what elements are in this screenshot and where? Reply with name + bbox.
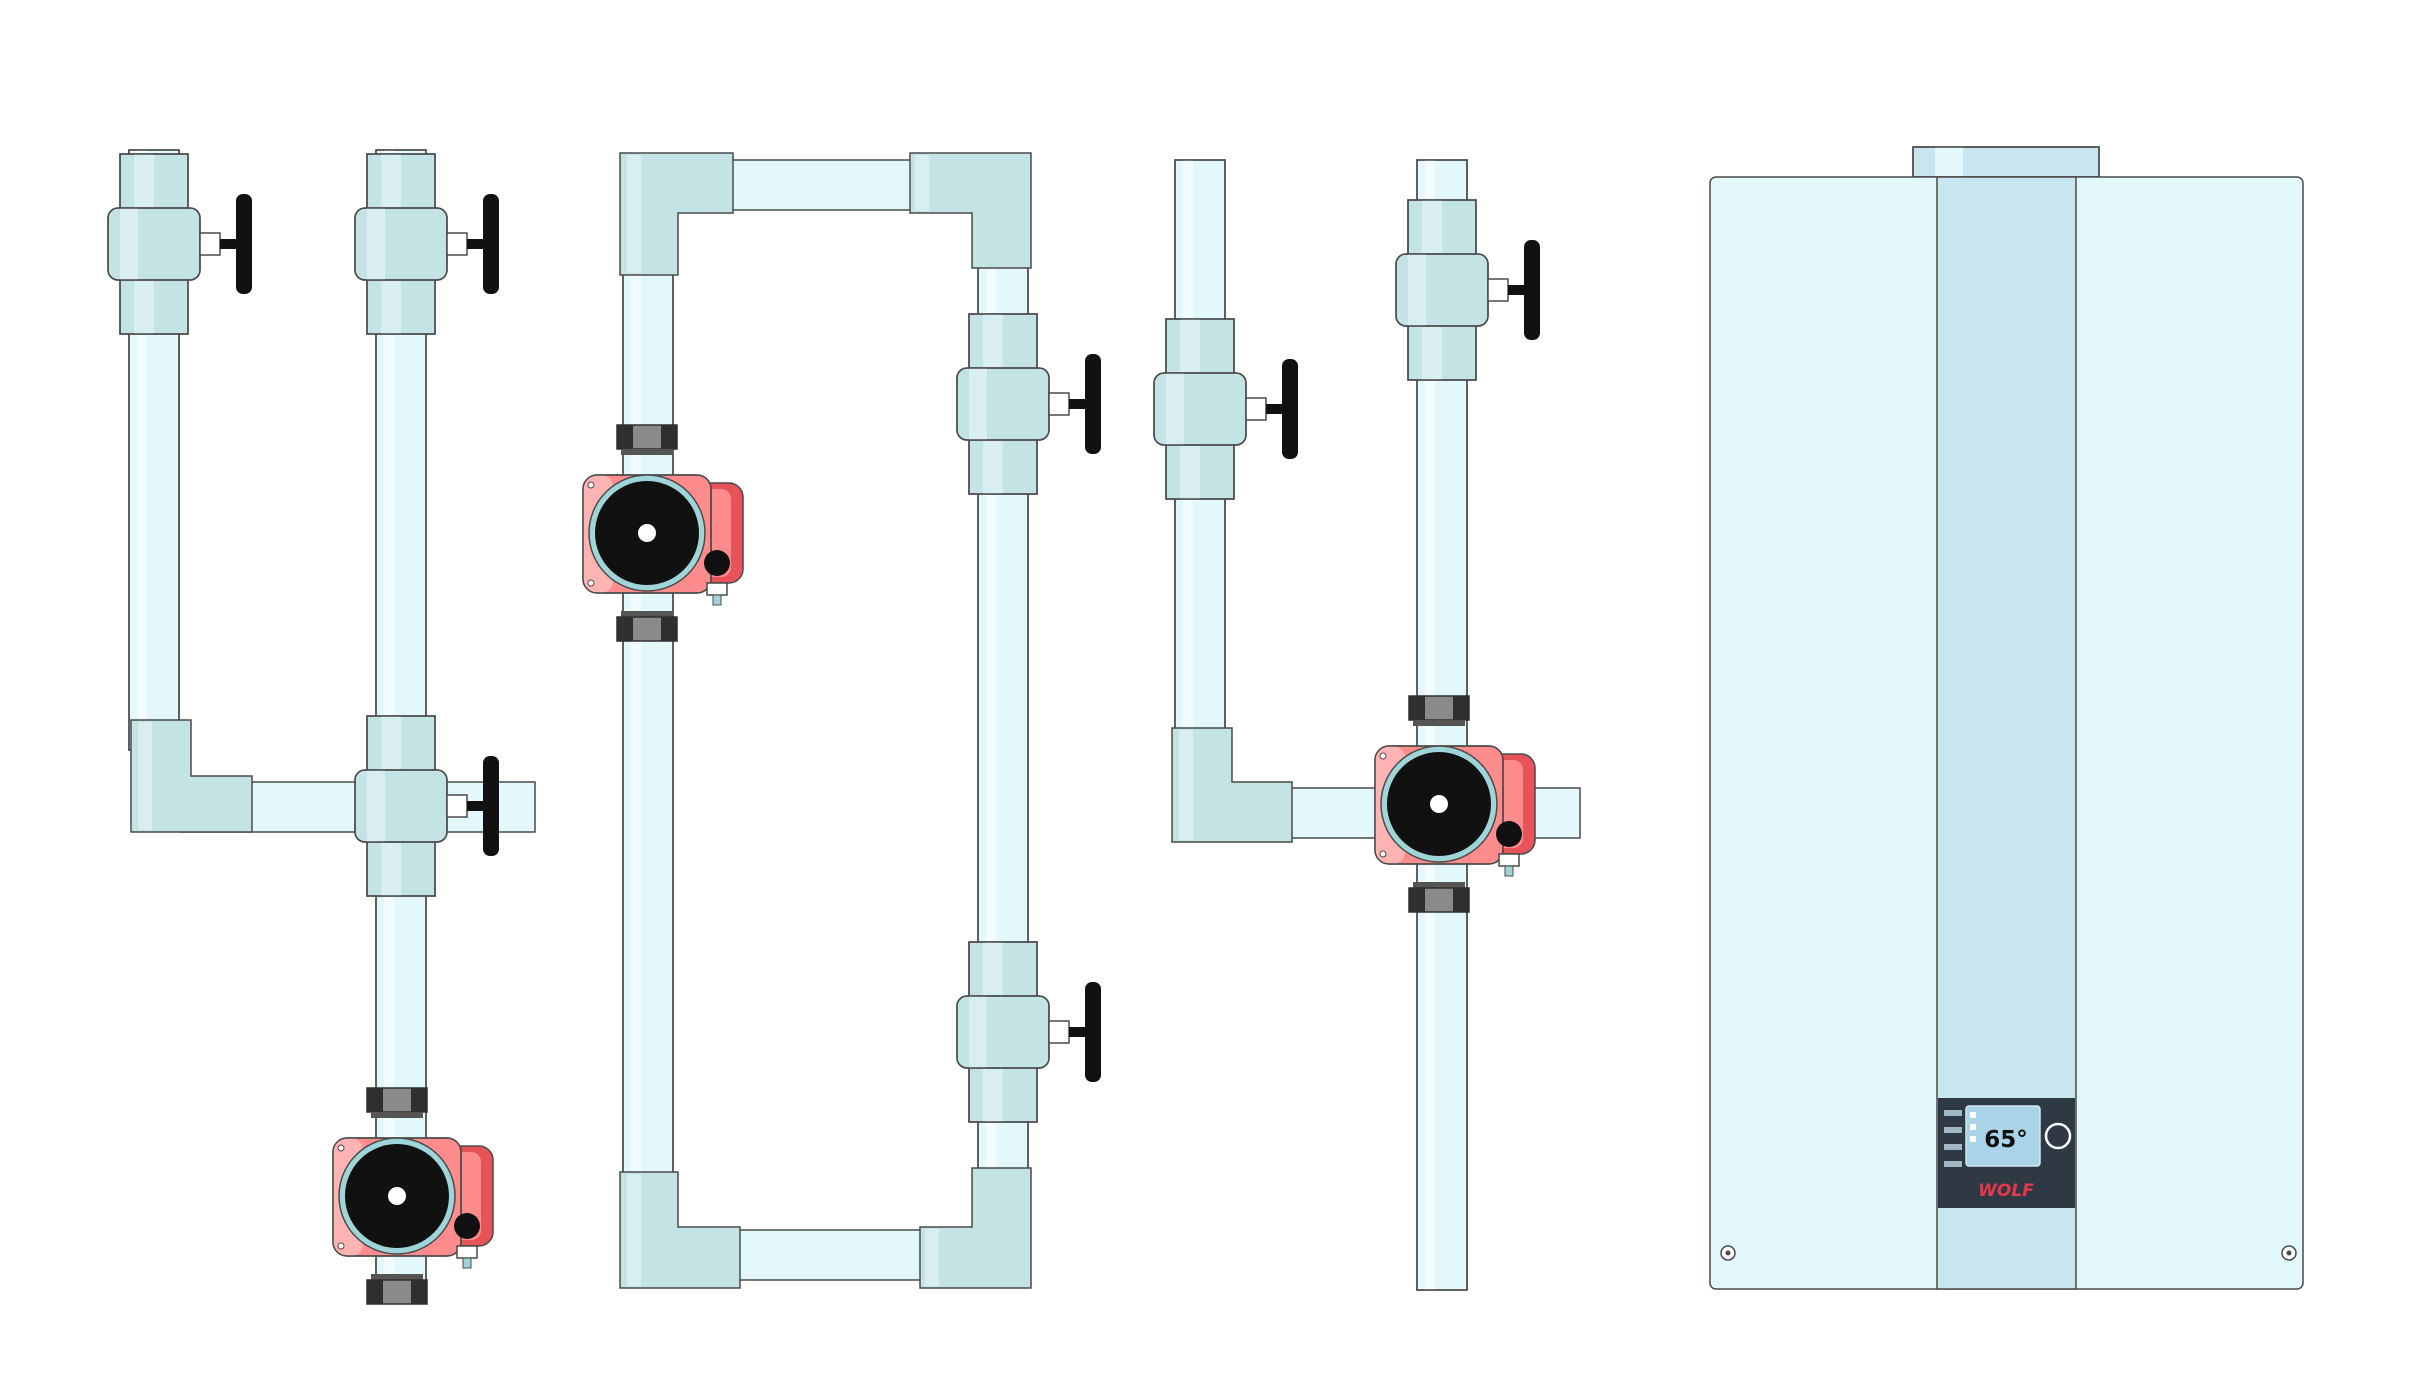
ball-valve-loop-lower[interactable]	[956, 941, 1102, 1123]
piping-group-loop	[619, 152, 1032, 1289]
ball-valve-right-2[interactable]	[1395, 199, 1541, 381]
panel-buttons[interactable]	[1944, 1110, 1962, 1167]
ball-valve-left-2[interactable]	[354, 153, 500, 335]
ball-valve-right-1[interactable]	[1153, 318, 1299, 500]
ball-valve-loop-upper[interactable]	[956, 313, 1102, 495]
brand-logo: WOLF	[1978, 1181, 2034, 1201]
control-knob-icon[interactable]	[2044, 1122, 2072, 1150]
ball-valve-left-tee[interactable]	[354, 715, 500, 897]
wall-mounted-boiler[interactable]: 65° WOLF	[1709, 146, 2304, 1290]
temperature-display: 65°	[1984, 1127, 2028, 1153]
piping-group-left	[128, 149, 536, 1291]
boiler-control-panel: 65° WOLF	[1938, 1098, 2075, 1208]
ball-valve-left-1[interactable]	[107, 153, 253, 335]
screw-left-icon	[1720, 1245, 1736, 1261]
screw-right-icon	[2281, 1245, 2297, 1261]
